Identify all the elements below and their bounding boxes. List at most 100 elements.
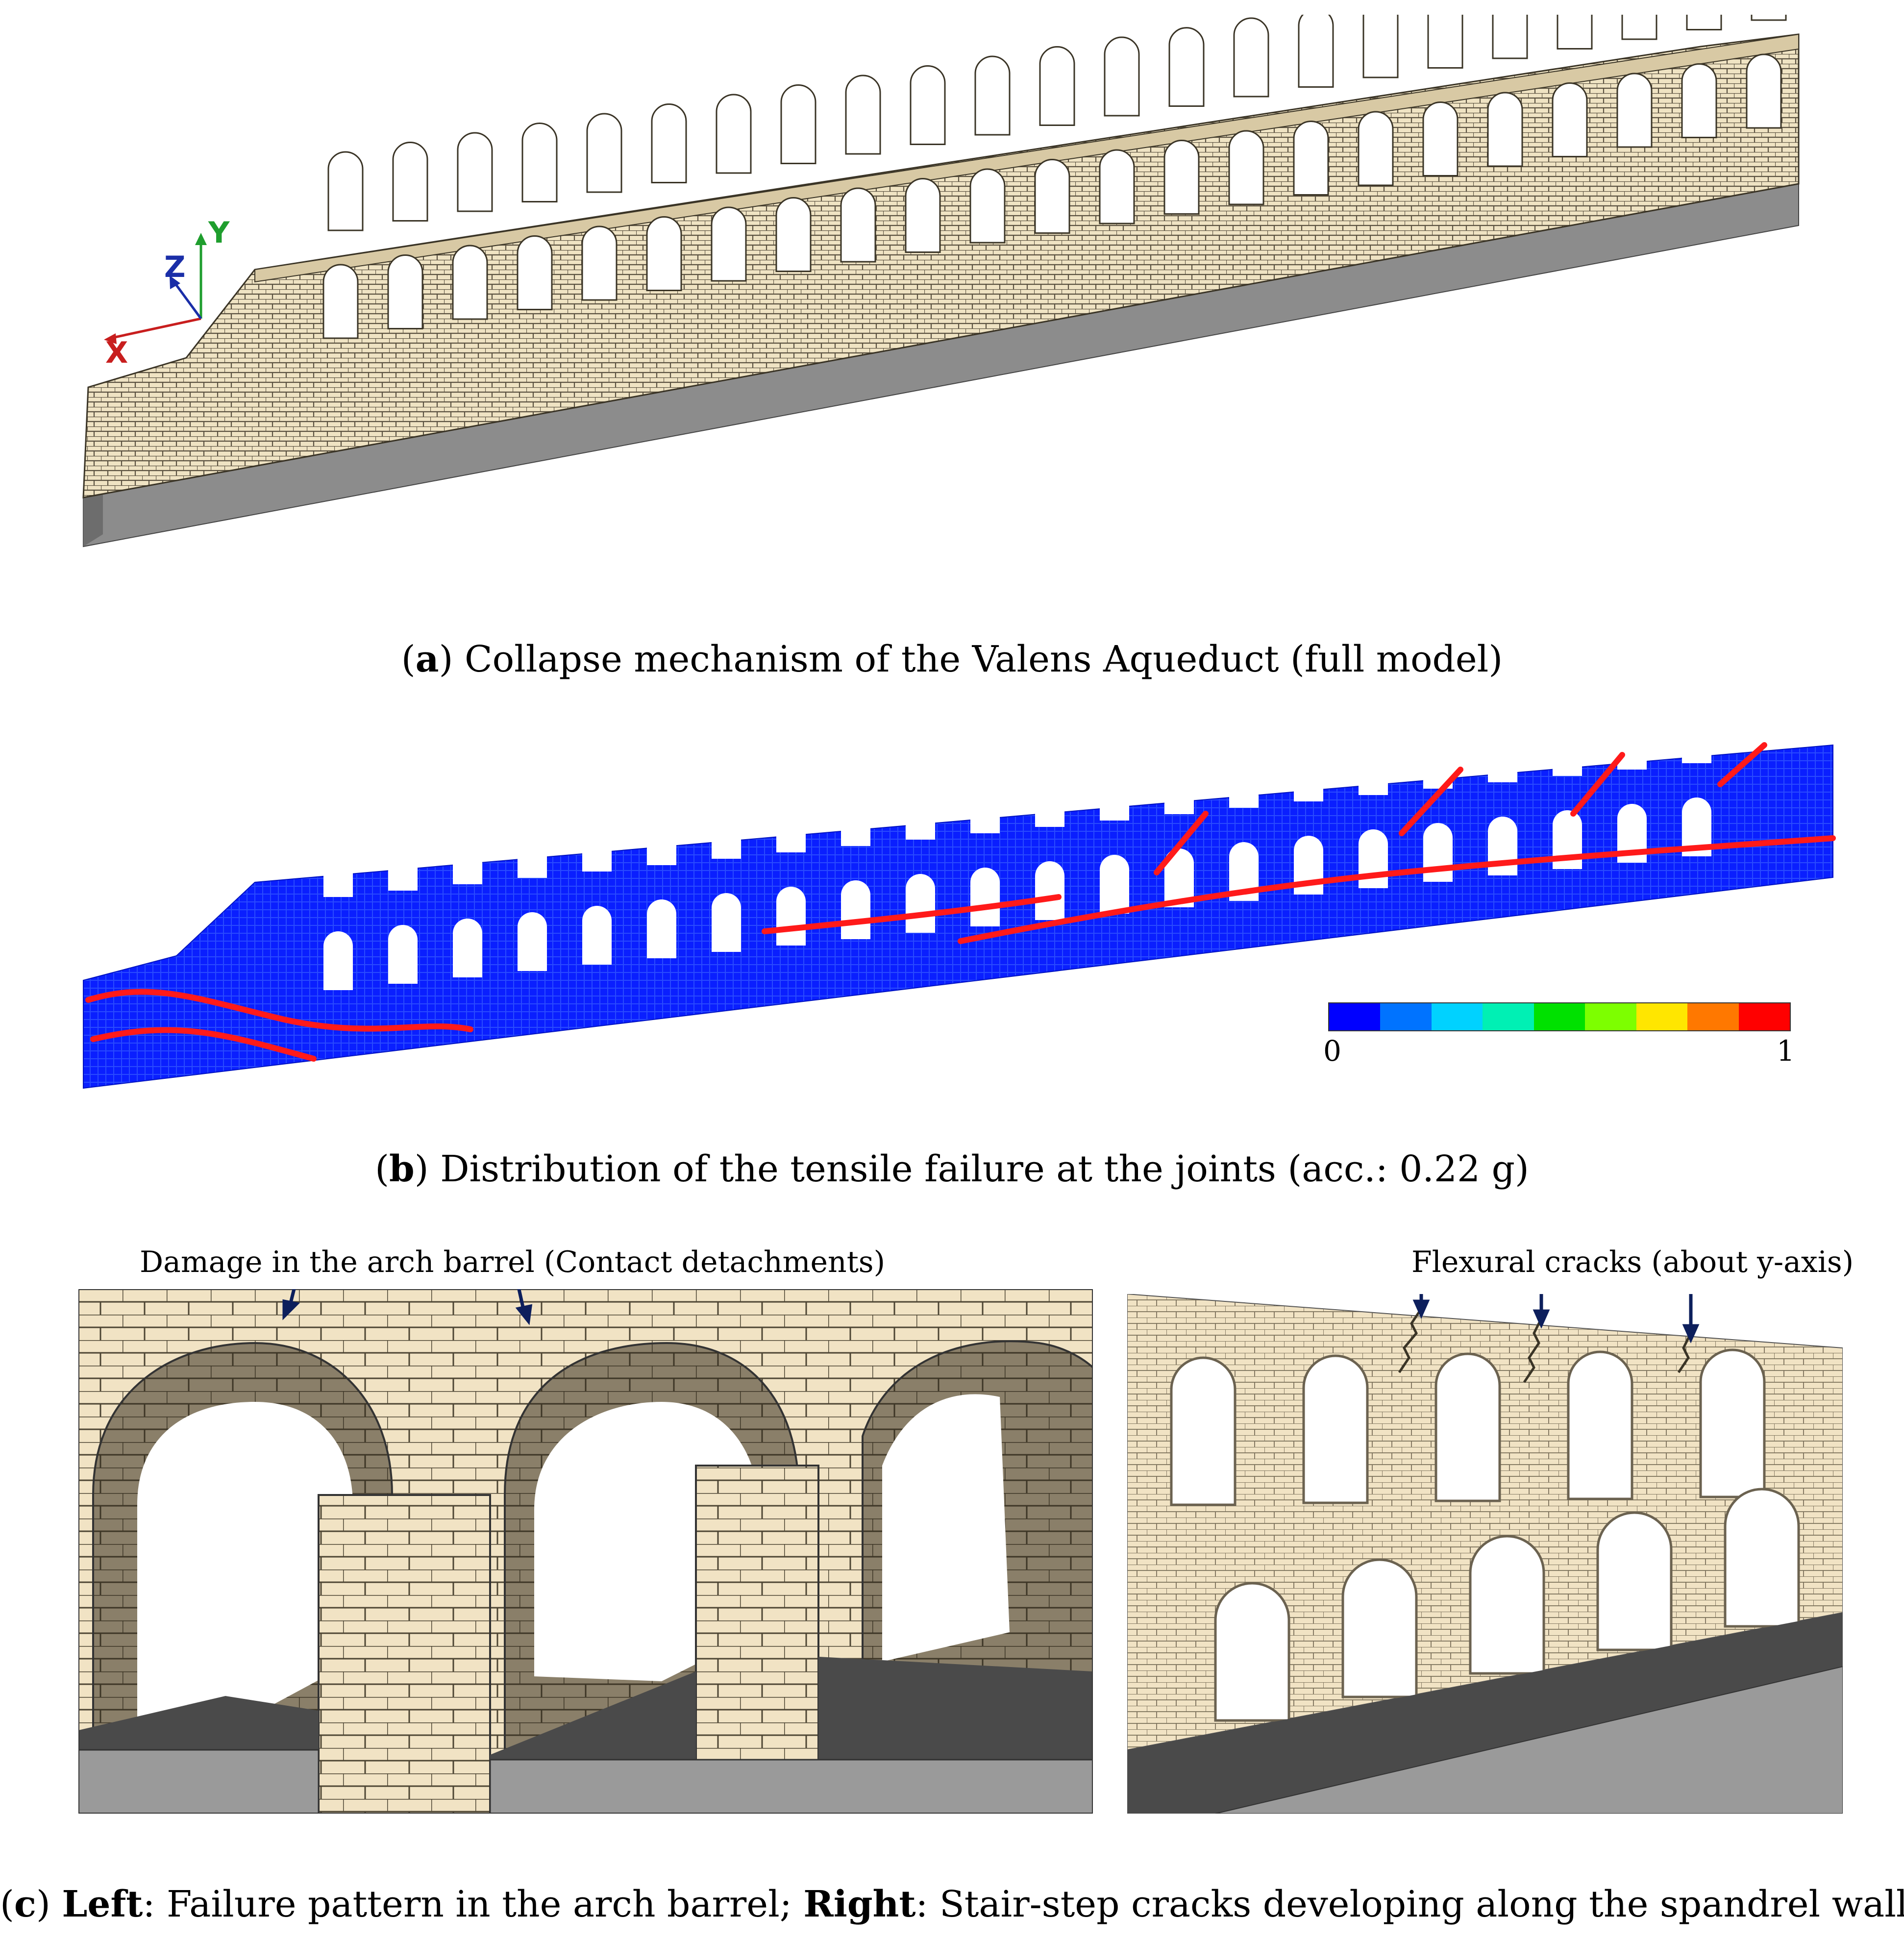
central-pier: [318, 1494, 491, 1814]
arch-opening: [1302, 1354, 1369, 1504]
arch-barrel-closeup-figure: [78, 1289, 1093, 1814]
arch-opening: [323, 843, 353, 897]
arch-opening: [1035, 773, 1064, 827]
tensile-failure-contour-figure: [83, 725, 1836, 1089]
arch-opening: [647, 899, 676, 958]
arch-opening: [1034, 159, 1070, 234]
arch-opening: [1492, 15, 1528, 59]
arch-opening: [1621, 15, 1657, 40]
arch-opening: [1427, 15, 1463, 69]
arch-opening: [1293, 121, 1329, 196]
arch-opening: [712, 893, 741, 952]
right-callout-arrows: [1412, 1294, 1700, 1344]
arch-opening: [841, 880, 870, 939]
arch-opening: [322, 264, 359, 339]
arch-opening: [712, 805, 741, 859]
spandrel-arch-openings: [1170, 1348, 1800, 1722]
axis-y-label: Y: [208, 216, 230, 250]
arch-opening: [1035, 861, 1064, 920]
arch-opening: [581, 225, 618, 301]
arch-opening: [1596, 1511, 1673, 1651]
arch-opening: [1298, 15, 1334, 88]
arch-opening: [840, 187, 876, 263]
colorbar-max-label: 1: [1777, 1034, 1795, 1068]
arch-opening: [1724, 1488, 1800, 1628]
colorbar-swatch: [1636, 1003, 1688, 1030]
left-callout-text: Damage in the arch barrel (Contact detac…: [140, 1245, 886, 1279]
arch-opening: [517, 235, 553, 310]
arch-opening: [1100, 767, 1129, 821]
arch-openings: [322, 15, 1787, 339]
arch-opening: [647, 811, 676, 865]
aqueduct-full-model-figure: [82, 15, 1800, 548]
arch-opening: [776, 887, 806, 946]
arch-opening: [1099, 149, 1135, 224]
arch-opening: [970, 779, 1000, 833]
arch-opening: [518, 824, 547, 878]
arch-opening: [1699, 1348, 1766, 1498]
arch-opening: [323, 931, 353, 990]
colorbar-min-label: 0: [1323, 1034, 1341, 1068]
arch-opening: [1039, 46, 1075, 126]
arch-opening: [518, 912, 547, 971]
arch-opening: [910, 65, 946, 145]
arch-opening: [582, 818, 612, 872]
arch-opening: [1616, 73, 1653, 148]
arch-opening: [1469, 1535, 1545, 1675]
arch-opening: [1617, 804, 1647, 863]
arch-opening: [1229, 754, 1259, 808]
arch-opening: [841, 792, 870, 846]
arch-opening: [452, 245, 488, 320]
arch-opening: [1294, 747, 1323, 801]
arch-opening: [1681, 63, 1717, 138]
caption-a-text: Collapse mechanism of the Valens Aqueduc…: [465, 638, 1503, 680]
arch-opening: [775, 197, 812, 272]
arch-opening: [1341, 1558, 1418, 1698]
arch-opening: [711, 206, 747, 282]
arch-opening: [1168, 27, 1205, 107]
arch-opening: [586, 113, 622, 193]
arch-opening: [651, 103, 687, 183]
arch-opening: [1746, 53, 1782, 129]
caption-c-left-text: : Failure pattern in the arch barrel;: [143, 1883, 804, 1925]
colorbar-swatch: [1329, 1003, 1381, 1030]
caption-a: (a) Collapse mechanism of the Valens Aqu…: [401, 638, 1503, 680]
arch-opening: [457, 132, 493, 212]
coordinate-axes-triad: [104, 233, 207, 344]
caption-c-letter: c: [14, 1883, 36, 1925]
arch-opening: [1422, 101, 1459, 176]
arch-opening: [1100, 855, 1129, 914]
arch-opening: [1686, 15, 1722, 30]
arch-opening: [521, 123, 558, 202]
arch-opening: [905, 178, 941, 253]
caption-c-right-text: : Stair-step cracks developing along the…: [915, 1883, 1904, 1925]
caption-b-letter: b: [389, 1148, 415, 1190]
arch-opening: [1567, 1350, 1633, 1500]
arch-opening: [392, 142, 428, 222]
arch-opening: [1358, 111, 1394, 186]
right-callout-text: Flexural cracks (about y-axis): [1411, 1245, 1854, 1279]
arch-opening: [906, 874, 935, 933]
arch-opening: [1487, 92, 1523, 167]
stair-step-cracks: [1398, 1308, 1692, 1383]
arch-opening: [845, 75, 881, 155]
arch-opening: [1751, 15, 1787, 21]
arch-opening: [974, 55, 1011, 136]
arch-opening: [388, 925, 418, 984]
caption-b-text: Distribution of the tensile failure at t…: [440, 1148, 1529, 1190]
arch-opening: [1170, 1356, 1236, 1506]
arch-opening: [716, 94, 752, 174]
contour-arch-openings: [323, 725, 1711, 990]
colorbar-swatch: [1380, 1003, 1432, 1030]
colorbar-swatch: [1533, 1003, 1585, 1030]
arch-opening: [970, 868, 1000, 926]
arch-opening: [1488, 728, 1517, 782]
arch-opening: [969, 168, 1006, 244]
caption-b: (b) Distribution of the tensile failure …: [375, 1148, 1529, 1190]
arch-opening: [780, 84, 816, 164]
arch-opening: [1557, 15, 1593, 50]
caption-a-letter: a: [415, 638, 439, 680]
arch-opening: [388, 837, 418, 891]
arch-opening: [1423, 823, 1453, 882]
arch-opening: [1229, 842, 1259, 901]
